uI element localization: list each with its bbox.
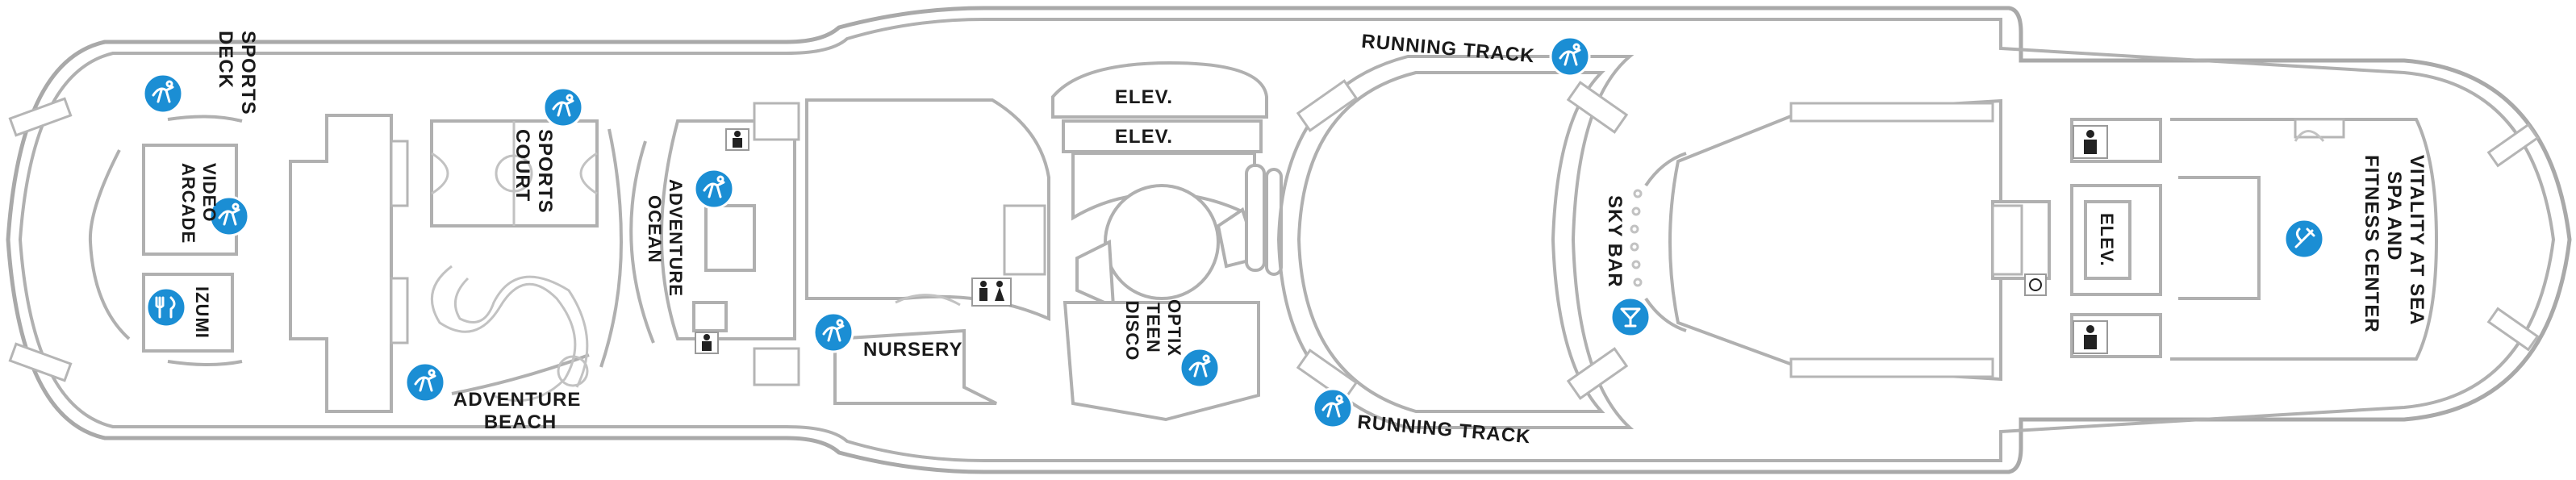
activity-icon <box>1549 35 1591 77</box>
forward-stair-tabs <box>8 97 2540 382</box>
aft-elevator-label: ELEV. <box>2097 213 2117 267</box>
activity-icon <box>142 73 184 115</box>
aft-elevator-room <box>2084 200 2131 280</box>
restroom-men-icon <box>725 128 749 151</box>
activity-icon <box>693 168 735 210</box>
restroom-men-icon <box>695 332 719 354</box>
adventure-ocean-section <box>629 98 1050 405</box>
video-arcade-label: VIDEO ARCADE <box>178 163 219 244</box>
activity-icon <box>208 195 250 237</box>
optix-teen-disco-room <box>1063 301 1260 422</box>
izumi-label: IZUMI <box>192 286 212 339</box>
spa-icon <box>2283 218 2325 260</box>
restroom-men-icon <box>2073 125 2108 159</box>
elevator-label: ELEV. <box>1115 126 1173 148</box>
activity-icon <box>1179 347 1221 389</box>
running-track-section <box>1276 55 1687 429</box>
activity-icon <box>1312 387 1354 429</box>
vitality-spa-label: VITALITY AT SEA SPA AND FITNESS CENTER <box>2361 155 2428 333</box>
restroom-icon <box>971 278 1012 307</box>
sky-bar-stools <box>1630 189 1643 287</box>
elevator-label: ELEV. <box>1115 86 1173 108</box>
activity-icon <box>812 311 854 353</box>
nursery-label: NURSERY <box>863 339 962 361</box>
optix-teen-disco-label: OPTIX TEEN DISCO <box>1122 299 1184 362</box>
activity-icon <box>404 361 446 403</box>
cocktail-icon <box>1609 296 1651 338</box>
dining-icon <box>145 286 187 328</box>
sports-deck-label: SPORTS DECK <box>215 31 259 121</box>
activity-icon <box>542 86 584 128</box>
sports-court-label: SPORTS COURT <box>511 129 556 219</box>
accessible-icon <box>2024 273 2047 296</box>
adventure-ocean-label: ADVENTURE OCEAN <box>645 179 686 303</box>
hull-inner-outline <box>18 18 2556 462</box>
nursery-room <box>833 328 997 405</box>
adventure-beach-label: ADVENTURE BEACH <box>453 389 587 433</box>
sky-bar-label: SKY BAR <box>1604 195 1626 288</box>
restroom-men-icon <box>2073 320 2108 354</box>
